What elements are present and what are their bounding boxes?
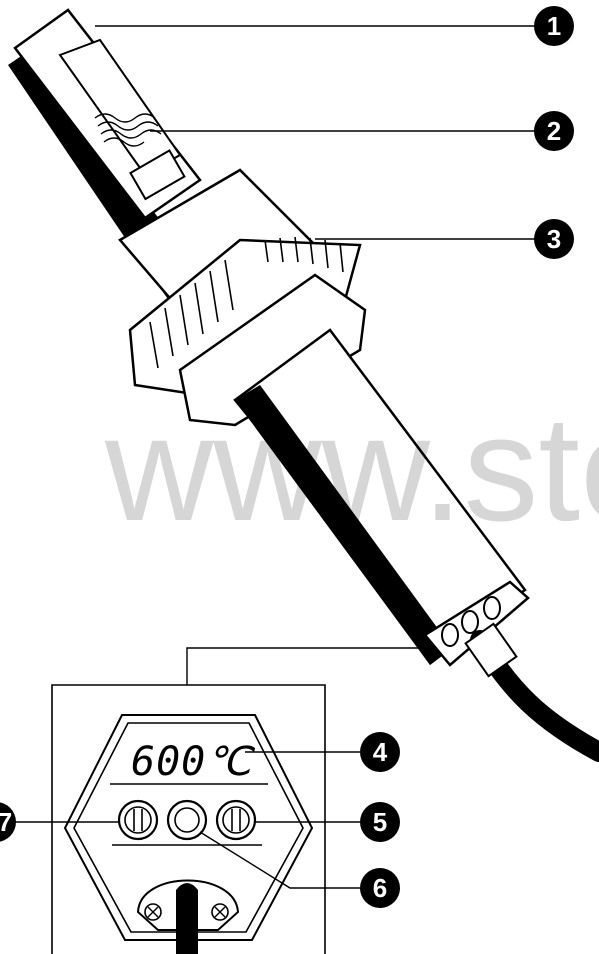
svg-text:5: 5 xyxy=(373,807,387,837)
callout-6: 6 xyxy=(360,868,400,908)
callout-3: 3 xyxy=(534,219,574,259)
cable-strain-relief xyxy=(464,622,518,678)
svg-text:1: 1 xyxy=(547,11,561,41)
callout-1: 1 xyxy=(534,6,574,46)
temperature-display: 600℃ xyxy=(131,739,255,785)
front-flange xyxy=(178,273,367,427)
knurled-ring xyxy=(128,236,362,397)
rear-socket-right xyxy=(483,596,501,620)
svg-text:4: 4 xyxy=(373,737,388,767)
svg-text:7: 7 xyxy=(0,807,12,837)
heat-gun-body xyxy=(8,8,599,762)
panel-cable xyxy=(176,883,198,954)
panel-inner-outline xyxy=(73,722,304,933)
callout-4: 4 xyxy=(360,732,400,772)
callout-2: 2 xyxy=(534,111,574,151)
nozzle-collar xyxy=(129,149,186,201)
control-panel-detail: 600℃ xyxy=(51,684,326,954)
screw-right-icon xyxy=(211,903,229,921)
svg-text:6: 6 xyxy=(373,873,387,903)
detail-connector-line xyxy=(186,647,420,685)
callout-5: 5 xyxy=(360,802,400,842)
button-right[interactable] xyxy=(215,799,257,841)
nozzle-window xyxy=(58,38,182,177)
svg-text:3: 3 xyxy=(547,224,561,254)
leader-6 xyxy=(199,831,360,889)
svg-text:2: 2 xyxy=(547,116,561,146)
callout-leaders xyxy=(14,25,535,889)
button-center[interactable] xyxy=(166,799,208,841)
rear-socket-mid xyxy=(461,610,479,634)
watermark-text: www.stei xyxy=(104,384,599,552)
callout-7: 7 xyxy=(0,802,16,842)
button-left[interactable] xyxy=(117,799,159,841)
detail-frame xyxy=(51,684,326,954)
rear-socket-left xyxy=(441,623,459,647)
screw-left-icon xyxy=(144,903,162,921)
heating-coil xyxy=(94,113,162,147)
handle-shadow xyxy=(235,385,452,665)
